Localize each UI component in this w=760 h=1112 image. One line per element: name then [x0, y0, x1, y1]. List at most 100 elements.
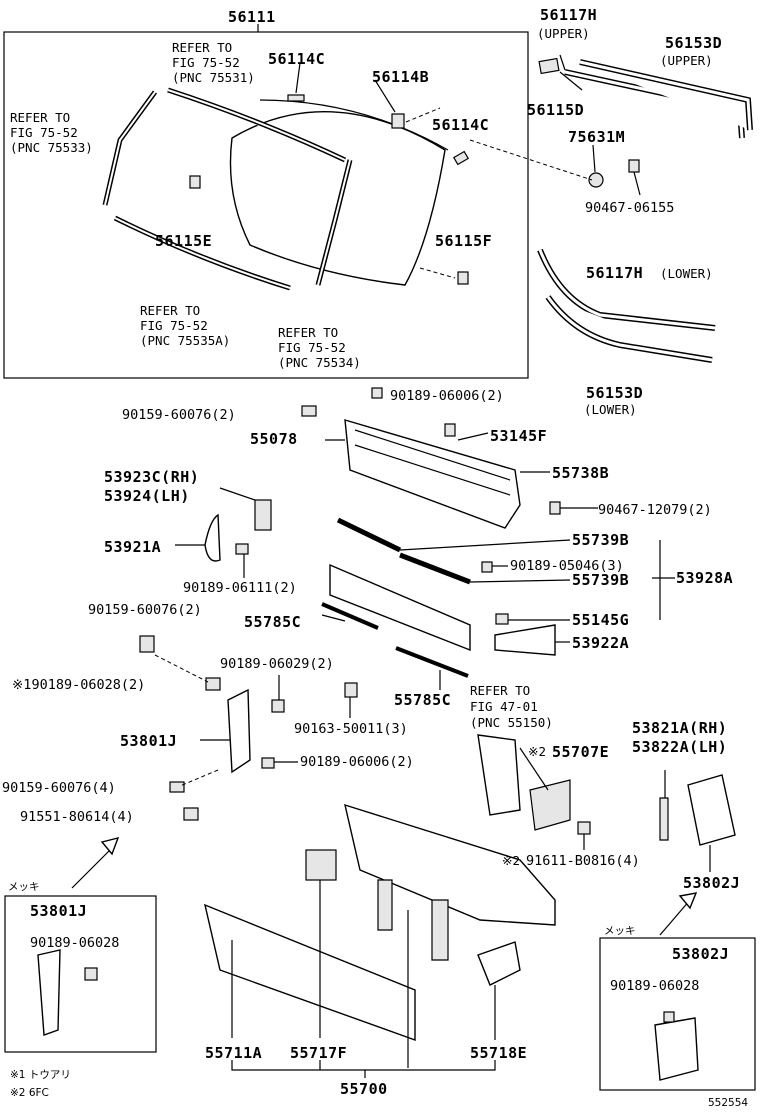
90189-06111-screw — [235, 543, 249, 555]
55739b-moulding-b — [399, 552, 471, 585]
label-53802j-b: 53802J — [672, 945, 729, 963]
latch-support — [477, 734, 521, 816]
label-56114c-a: 56114C — [268, 50, 325, 68]
label-56153d-upper: 56153D — [665, 34, 722, 52]
label-56117h-lower: 56117H — [586, 264, 643, 282]
label-upper-2: (UPPER) — [660, 53, 713, 68]
55785c-strip-b — [395, 646, 469, 678]
90189-06006-screw-b — [261, 757, 275, 769]
53802j-plated — [654, 1017, 699, 1081]
label-56117h-upper: 56117H — [540, 6, 597, 24]
label-53801j-b: 53801J — [30, 902, 87, 920]
label-upper-1: (UPPER) — [537, 26, 590, 41]
label-56111: 56111 — [228, 8, 276, 26]
90189-06006-screw-a — [371, 387, 383, 399]
label-90189-06029: 90189-06029(2) — [220, 656, 334, 672]
ref4-line3: (PNC 75534) — [278, 355, 361, 370]
label-55718e: 55718E — [470, 1044, 527, 1062]
label-53801j-a: 53801J — [120, 732, 177, 750]
windshield-group-box — [3, 31, 529, 379]
mekki-label-right: メッキ — [604, 925, 636, 937]
note-2: ※2 6FC — [10, 1087, 49, 1099]
91551-80614-screw — [183, 807, 199, 821]
label-90189-06028-a: 90189-06028 — [30, 935, 119, 951]
ref4-line2: FIG 75-52 — [278, 340, 346, 355]
ref3-line2: FIG 75-52 — [140, 318, 208, 333]
90189-06028-plated-screw-b — [663, 1011, 675, 1023]
label-53928a: 53928A — [676, 569, 733, 587]
53145f-nut — [444, 423, 456, 437]
label-90189-06028-b: 90189-06028 — [610, 978, 699, 994]
label-75631m: 75631M — [568, 128, 625, 146]
ref5-line1: REFER TO — [470, 683, 530, 698]
label-53921a: 53921A — [104, 538, 161, 556]
53928a-grille — [329, 563, 471, 652]
ref3-line1: REFER TO — [140, 303, 200, 318]
label-lower-1: (LOWER) — [660, 266, 713, 281]
56115e-spacer — [189, 175, 201, 189]
label-55739b-a: 55739B — [572, 531, 629, 549]
53921a-emblem — [204, 513, 221, 562]
90163-50011-screw — [344, 682, 358, 698]
label-91611-b0816: 91611-B0816(4) — [526, 853, 640, 869]
right-support — [431, 899, 449, 961]
label-90189-05046: 90189-05046(3) — [510, 558, 624, 574]
ref1-line3: (PNC 75531) — [172, 70, 255, 85]
star2a-mark: ※2 — [528, 744, 546, 759]
label-91551-80614: 91551-80614(4) — [20, 809, 134, 825]
55739b-moulding-a — [336, 517, 402, 553]
ref1-line2: FIG 75-52 — [172, 55, 240, 70]
label-90189-06028-2-text: 90189-06028(2) — [31, 677, 145, 693]
55707e-latch — [529, 779, 571, 831]
53801j-plated — [37, 949, 61, 1036]
55718e-bracket — [477, 941, 521, 986]
label-90467-12079: 90467-12079(2) — [598, 502, 712, 518]
windshield-glass — [229, 111, 446, 286]
56114b-clip — [391, 113, 405, 129]
90159-60076-screw-b — [139, 635, 155, 653]
55078-grille-panel — [344, 419, 521, 529]
label-55717f: 55717F — [290, 1044, 347, 1062]
90189-05046-screw — [481, 561, 493, 573]
mekki-label-left: メッキ — [8, 881, 40, 893]
ref3-line3: (PNC 75535A) — [140, 333, 230, 348]
90189-06028-plated-screw — [84, 967, 98, 981]
label-53822a: 53822A(LH) — [632, 738, 727, 756]
star2b-mark: ※2 — [502, 853, 520, 868]
label-90163-50011: 90163-50011(3) — [294, 721, 408, 737]
90159-60076-screw-c — [169, 781, 185, 793]
label-56153d-lower: 56153D — [586, 384, 643, 402]
label-53922a: 53922A — [572, 634, 629, 652]
label-90189-06111: 90189-06111(2) — [183, 580, 297, 596]
label-53145f: 53145F — [490, 427, 547, 445]
56114c-clip-b — [452, 150, 470, 166]
56115d-part — [538, 57, 560, 75]
ref4-line1: REFER TO — [278, 325, 338, 340]
label-55739b-b: 55739B — [572, 571, 629, 589]
label-56114c-b: 56114C — [432, 116, 489, 134]
label-56114b: 56114B — [372, 68, 429, 86]
label-56115d: 56115D — [527, 101, 584, 119]
ref2-line1: REFER TO — [10, 110, 70, 125]
90189-06029-screw — [271, 699, 285, 713]
label-56115f: 56115F — [435, 232, 492, 250]
ref2-line3: (PNC 75533) — [10, 140, 93, 155]
inset-box-left — [4, 895, 157, 1053]
label-53802j-a: 53802J — [683, 874, 740, 892]
label-55738b: 55738B — [552, 464, 609, 482]
label-55711a: 55711A — [205, 1044, 262, 1062]
star1-mark: ※1 — [12, 677, 31, 693]
53923c-bracket — [254, 499, 272, 531]
ref5-line3: (PNC 55150) — [470, 715, 553, 730]
ref2-line2: FIG 75-52 — [10, 125, 78, 140]
ref1-line1: REFER TO — [172, 40, 232, 55]
label-90189-06028-2: ※190189-06028(2) — [12, 677, 145, 693]
55785c-strip-a — [321, 602, 379, 630]
56114c-clip-a — [287, 94, 305, 102]
90189-06028-screw — [205, 677, 221, 691]
arrow-right — [659, 899, 691, 936]
ref5-line2: FIG 47-01 — [470, 699, 538, 714]
label-90159-60076-4: 90159-60076(4) — [2, 780, 116, 796]
label-55145g: 55145G — [572, 611, 629, 629]
